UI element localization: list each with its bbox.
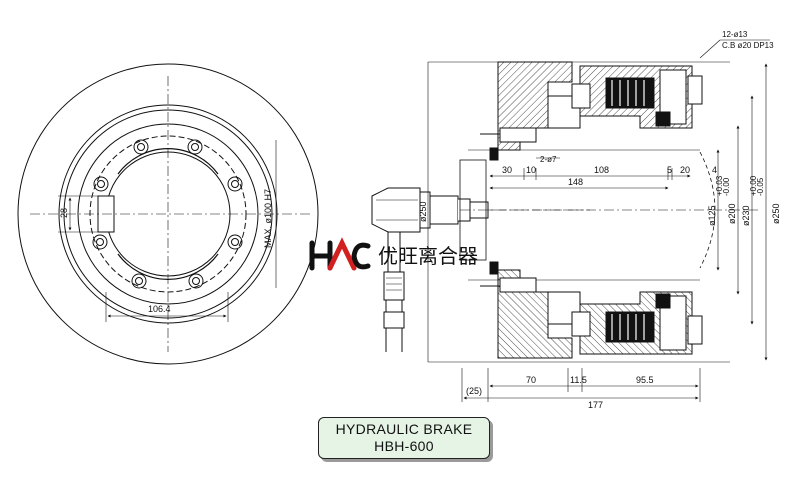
dia-125-label: ø125 — [707, 205, 717, 226]
hole-note-leader — [699, 39, 721, 59]
upper-hub-bolt — [499, 127, 537, 143]
dim-5: 5 — [667, 165, 672, 175]
dim-28-label: 28 — [59, 208, 69, 218]
note-holes2: 2-ø7 — [540, 155, 557, 164]
dim-177: 177 — [588, 400, 603, 410]
lower-bolt-head — [687, 315, 703, 345]
dim-10: 10 — [526, 165, 536, 175]
note-cb: C.B ø20 DP13 — [722, 41, 774, 50]
dia-230-label: ø230 — [741, 205, 751, 226]
dim-20: 20 — [680, 165, 690, 175]
lower-hub-bolt — [499, 277, 537, 293]
dim-108: 108 — [594, 165, 609, 175]
dim-4: 4 — [712, 165, 717, 175]
section-view — [427, 61, 760, 363]
dim-95-5: 95.5 — [636, 375, 654, 385]
front-view — [17, 63, 319, 365]
note-holes: 12-ø13 — [722, 30, 748, 39]
upper-spring-pack — [605, 77, 655, 109]
dim-148: 148 — [568, 177, 583, 187]
brand-name: 优旺离合器 — [378, 244, 478, 268]
outer-disc — [17, 63, 319, 365]
tol-125-upper: +0.03 — [715, 175, 724, 196]
hac-logo-mark — [309, 237, 371, 271]
dim-11-5: 11.5 — [570, 375, 587, 385]
title-line-1: HYDRAULIC BRAKE — [335, 421, 473, 437]
tol-230-upper: +0.00 — [749, 175, 758, 196]
dim-30: 30 — [502, 165, 512, 175]
title-block: HYDRAULIC BRAKE HBH-600 — [318, 417, 490, 459]
dim-106-label: 106.4 — [148, 304, 171, 314]
title-line-2: HBH-600 — [374, 438, 434, 454]
tol-230-lower: -0.05 — [756, 177, 765, 196]
friction-ring-inner — [63, 109, 273, 319]
brand-logo: 优旺离合器 — [309, 237, 478, 271]
tol-125-lower: -0.00 — [722, 177, 731, 196]
bolt-holes — [92, 139, 243, 289]
hydraulic-fitting — [371, 187, 590, 352]
upper-bolt-head — [687, 75, 703, 105]
fitting-dia-label: ø250 — [418, 201, 428, 222]
dia-250-label: ø250 — [771, 203, 781, 224]
bore-label: MAX. ø100 H7 — [263, 189, 273, 248]
dim-25: (25) — [466, 386, 482, 396]
lower-spring-pack — [605, 311, 655, 343]
dim-70: 70 — [526, 375, 536, 385]
hub-outer — [77, 123, 259, 305]
dia-200-label: ø200 — [727, 203, 737, 224]
